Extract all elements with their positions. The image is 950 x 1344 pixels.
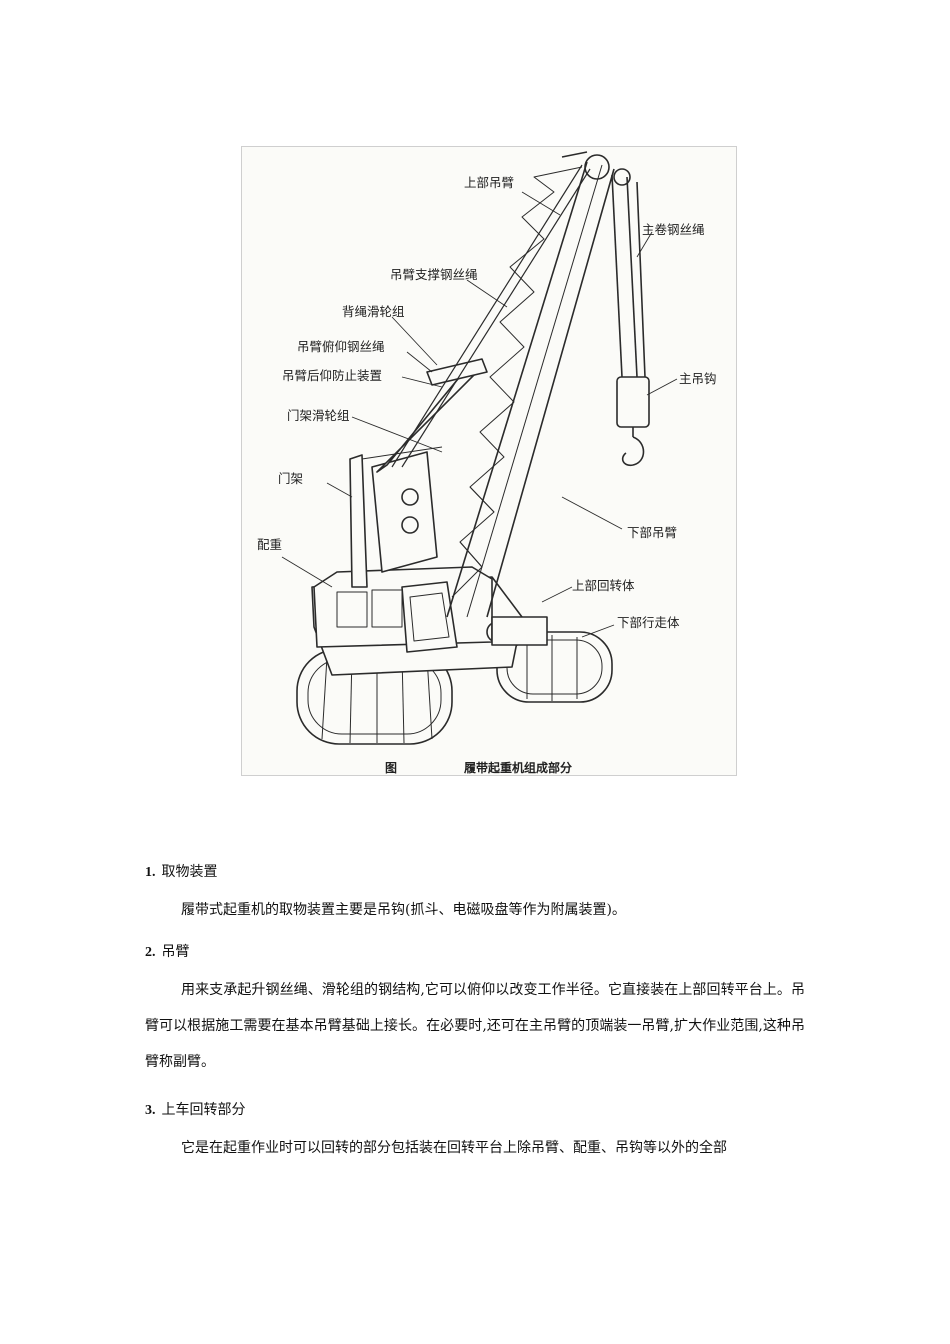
boom-support-rope [391,164,583,468]
section-1-body: 履带式起重机的取物装置主要是吊钩(抓斗、电磁吸盘等作为附属装置)。 [181,902,626,918]
main-hook-block [616,376,650,467]
label-main-hook: 主吊钩 [679,371,717,386]
caption-prefix: 图 [385,761,397,775]
gantry [349,451,438,588]
lattice-boom [446,151,631,618]
label-lower-boom: 下部吊臂 [627,525,677,540]
crane-figure: 上部吊臂 主卷钢丝绳 吊臂支撑钢丝绳 背绳滑轮组 吊臂俯仰钢丝绳 吊臂后仰防止装… [241,146,737,776]
label-upper-boom: 上部吊臂 [464,175,514,190]
label-back-rope-pulley: 背绳滑轮组 [342,304,405,319]
label-upper-slewing: 上部回转体 [572,578,635,593]
label-boom-luffing-rope: 吊臂俯仰钢丝绳 [297,339,385,354]
label-gantry-pulley: 门架滑轮组 [287,408,350,423]
crawler-crane-illustration: 上部吊臂 主卷钢丝绳 吊臂支撑钢丝绳 背绳滑轮组 吊臂俯仰钢丝绳 吊臂后仰防止装… [257,151,717,775]
main-hoist-rope [611,174,646,378]
section-title: 取物装置 [161,864,218,880]
label-boom-backstop: 吊臂后仰防止装置 [282,368,382,383]
label-boom-support-rope: 吊臂支撑钢丝绳 [390,267,478,282]
section-title: 上车回转部分 [161,1102,246,1118]
section-2-heading: 2. 吊臂 [145,942,190,963]
section-number: 1. [145,865,156,880]
section-number: 3. [145,1103,156,1118]
section-number: 2. [145,945,156,960]
caption-title: 履带起重机组成部分 [463,760,572,775]
section-title: 吊臂 [161,944,190,960]
section-1-heading: 1. 取物装置 [145,862,218,883]
label-gantry: 门架 [278,471,303,486]
boom-support-strut [361,358,488,473]
label-lower-carrier: 下部行走体 [617,615,680,630]
section-2-body: 用来支承起升钢丝绳、滑轮组的钢结构,它可以俯仰以改变工作半径。它直接装在上部回转… [145,982,805,1070]
section-3-heading: 3. 上车回转部分 [145,1100,246,1121]
label-main-hoist-rope: 主卷钢丝绳 [642,222,705,237]
label-counterweight: 配重 [257,537,282,552]
section-3-body: 它是在起重作业时可以回转的部分包括装在回转平台上除吊臂、配重、吊钩等以外的全部 [181,1140,727,1156]
